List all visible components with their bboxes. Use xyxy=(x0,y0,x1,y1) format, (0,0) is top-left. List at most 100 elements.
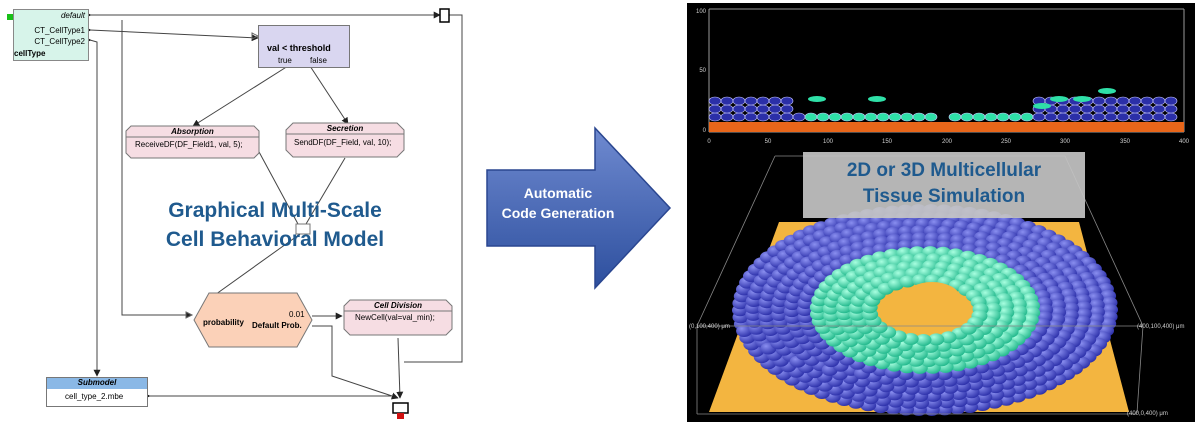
cell-3d xyxy=(915,334,932,346)
cell-3d xyxy=(899,275,916,288)
simulation-caption-line1: 2D or 3D Multicellular xyxy=(846,160,1042,181)
cell-2d xyxy=(780,96,794,106)
box-label-right: (400,100,400) μm xyxy=(1137,324,1184,330)
box-label-left: (0,100,400) μm xyxy=(689,324,730,330)
port-ct-celltype2: CT_CellType2 xyxy=(34,37,85,46)
cell-2d xyxy=(960,112,974,122)
cell-2d xyxy=(1164,96,1178,106)
cell-2d xyxy=(1008,112,1022,122)
y-tick-0: 0 xyxy=(703,128,707,134)
cell-2d xyxy=(708,112,722,122)
submodel-file: cell_type_2.mbe xyxy=(65,392,124,401)
cell-2d xyxy=(864,112,878,122)
absorption-code[interactable]: ReceiveDF(DF_Field1, val, 5); xyxy=(135,140,243,149)
cell-2d-top xyxy=(1098,88,1116,94)
secretion-code[interactable]: SendDF(DF_Field, val, 10); xyxy=(294,138,392,147)
y-tick-50: 50 xyxy=(699,68,706,74)
cell-2d xyxy=(1068,112,1082,122)
simulation-caption-line2: Tissue Simulation xyxy=(862,186,1026,207)
cell-2d xyxy=(720,104,734,114)
cell-2d xyxy=(1140,112,1154,122)
plot-2d-cells xyxy=(708,88,1178,122)
x-tick-150: 150 xyxy=(882,139,893,145)
cell-2d xyxy=(1116,104,1130,114)
cell-2d xyxy=(780,112,794,122)
cell-2d xyxy=(732,112,746,122)
cell-3d xyxy=(902,333,919,345)
cell-3d xyxy=(960,322,977,335)
cell-2d xyxy=(1116,112,1130,122)
cell-2d xyxy=(888,112,902,122)
x-tick-400: 400 xyxy=(1179,139,1190,145)
cell-2d xyxy=(756,96,770,106)
cell-3d xyxy=(736,325,753,337)
cell-2d xyxy=(1020,112,1034,122)
probability-node-shape xyxy=(193,292,313,348)
absorption-title: Absorption xyxy=(171,127,214,136)
cell-2d xyxy=(732,104,746,114)
secretion-title: Secretion xyxy=(326,124,364,133)
cell-2d xyxy=(1164,104,1178,114)
cell-2d xyxy=(840,112,854,122)
cell-3d xyxy=(940,331,957,344)
cell-2d xyxy=(1140,104,1154,114)
cell-2d-top xyxy=(808,96,826,102)
x-tick-300: 300 xyxy=(1060,139,1071,145)
cell-2d xyxy=(900,112,914,122)
cell-2d-top xyxy=(1050,96,1068,102)
cell-2d xyxy=(984,112,998,122)
cell-2d xyxy=(1080,104,1094,114)
tissue-3d: (0,100,400) μm (400,100,400) μm (400,0,4… xyxy=(689,155,1184,417)
cell-2d xyxy=(768,104,782,114)
port-ct-celltype1: CT_CellType1 xyxy=(34,26,85,35)
cell-2d xyxy=(744,96,758,106)
cell-2d xyxy=(780,104,794,114)
probability-label: probability xyxy=(203,318,244,327)
cell-2d xyxy=(912,112,926,122)
cell-2d xyxy=(804,112,818,122)
cell-2d xyxy=(732,96,746,106)
cell-2d xyxy=(948,112,962,122)
cell-2d xyxy=(1092,112,1106,122)
x-tick-250: 250 xyxy=(1001,139,1012,145)
probability-value[interactable]: 0.01 xyxy=(289,310,305,319)
division-code[interactable]: NewCell(val=val_min); xyxy=(355,313,435,322)
submodel-node[interactable]: Submodel cell_type_2.mbe xyxy=(46,377,148,407)
cell-2d xyxy=(744,112,758,122)
cell-2d xyxy=(1104,96,1118,106)
cell-2d xyxy=(924,112,938,122)
model-caption-line1: Graphical Multi-Scale xyxy=(168,199,382,222)
cell-2d-top xyxy=(868,96,886,102)
condition-node[interactable]: val < threshold true false xyxy=(258,25,350,68)
division-title: Cell Division xyxy=(373,301,422,310)
cell-2d xyxy=(1068,104,1082,114)
cell-2d xyxy=(1056,112,1070,122)
cell-2d xyxy=(1152,96,1166,106)
cell-2d xyxy=(828,112,842,122)
cell-2d xyxy=(1128,112,1142,122)
cell-2d xyxy=(1056,104,1070,114)
cell-2d xyxy=(720,112,734,122)
x-tick-50: 50 xyxy=(765,139,772,145)
arrow-caption-line1: Automatic xyxy=(523,185,593,201)
x-tick-100: 100 xyxy=(823,139,834,145)
cell-2d xyxy=(1128,104,1142,114)
cell-2d xyxy=(1044,112,1058,122)
cell-2d xyxy=(1152,104,1166,114)
cell-2d xyxy=(876,112,890,122)
y-tick-100: 100 xyxy=(696,9,707,15)
cell-2d xyxy=(1104,112,1118,122)
cell-2d xyxy=(744,104,758,114)
x-tick-200: 200 xyxy=(942,139,953,145)
celltype-node[interactable]: default CT_CellType1 CT_CellType2 cellTy… xyxy=(13,9,89,61)
tissue-cells xyxy=(732,204,1118,416)
cell-2d xyxy=(720,96,734,106)
plot-2d: 100 50 0 0 50 100 150 200 250 300 350 40… xyxy=(696,8,1190,145)
cell-2d xyxy=(708,96,722,106)
cell-2d xyxy=(1140,96,1154,106)
branch-true: true xyxy=(278,56,292,65)
cell-3d xyxy=(928,333,945,346)
condition-label: val < threshold xyxy=(267,43,331,53)
cell-2d xyxy=(1128,96,1142,106)
